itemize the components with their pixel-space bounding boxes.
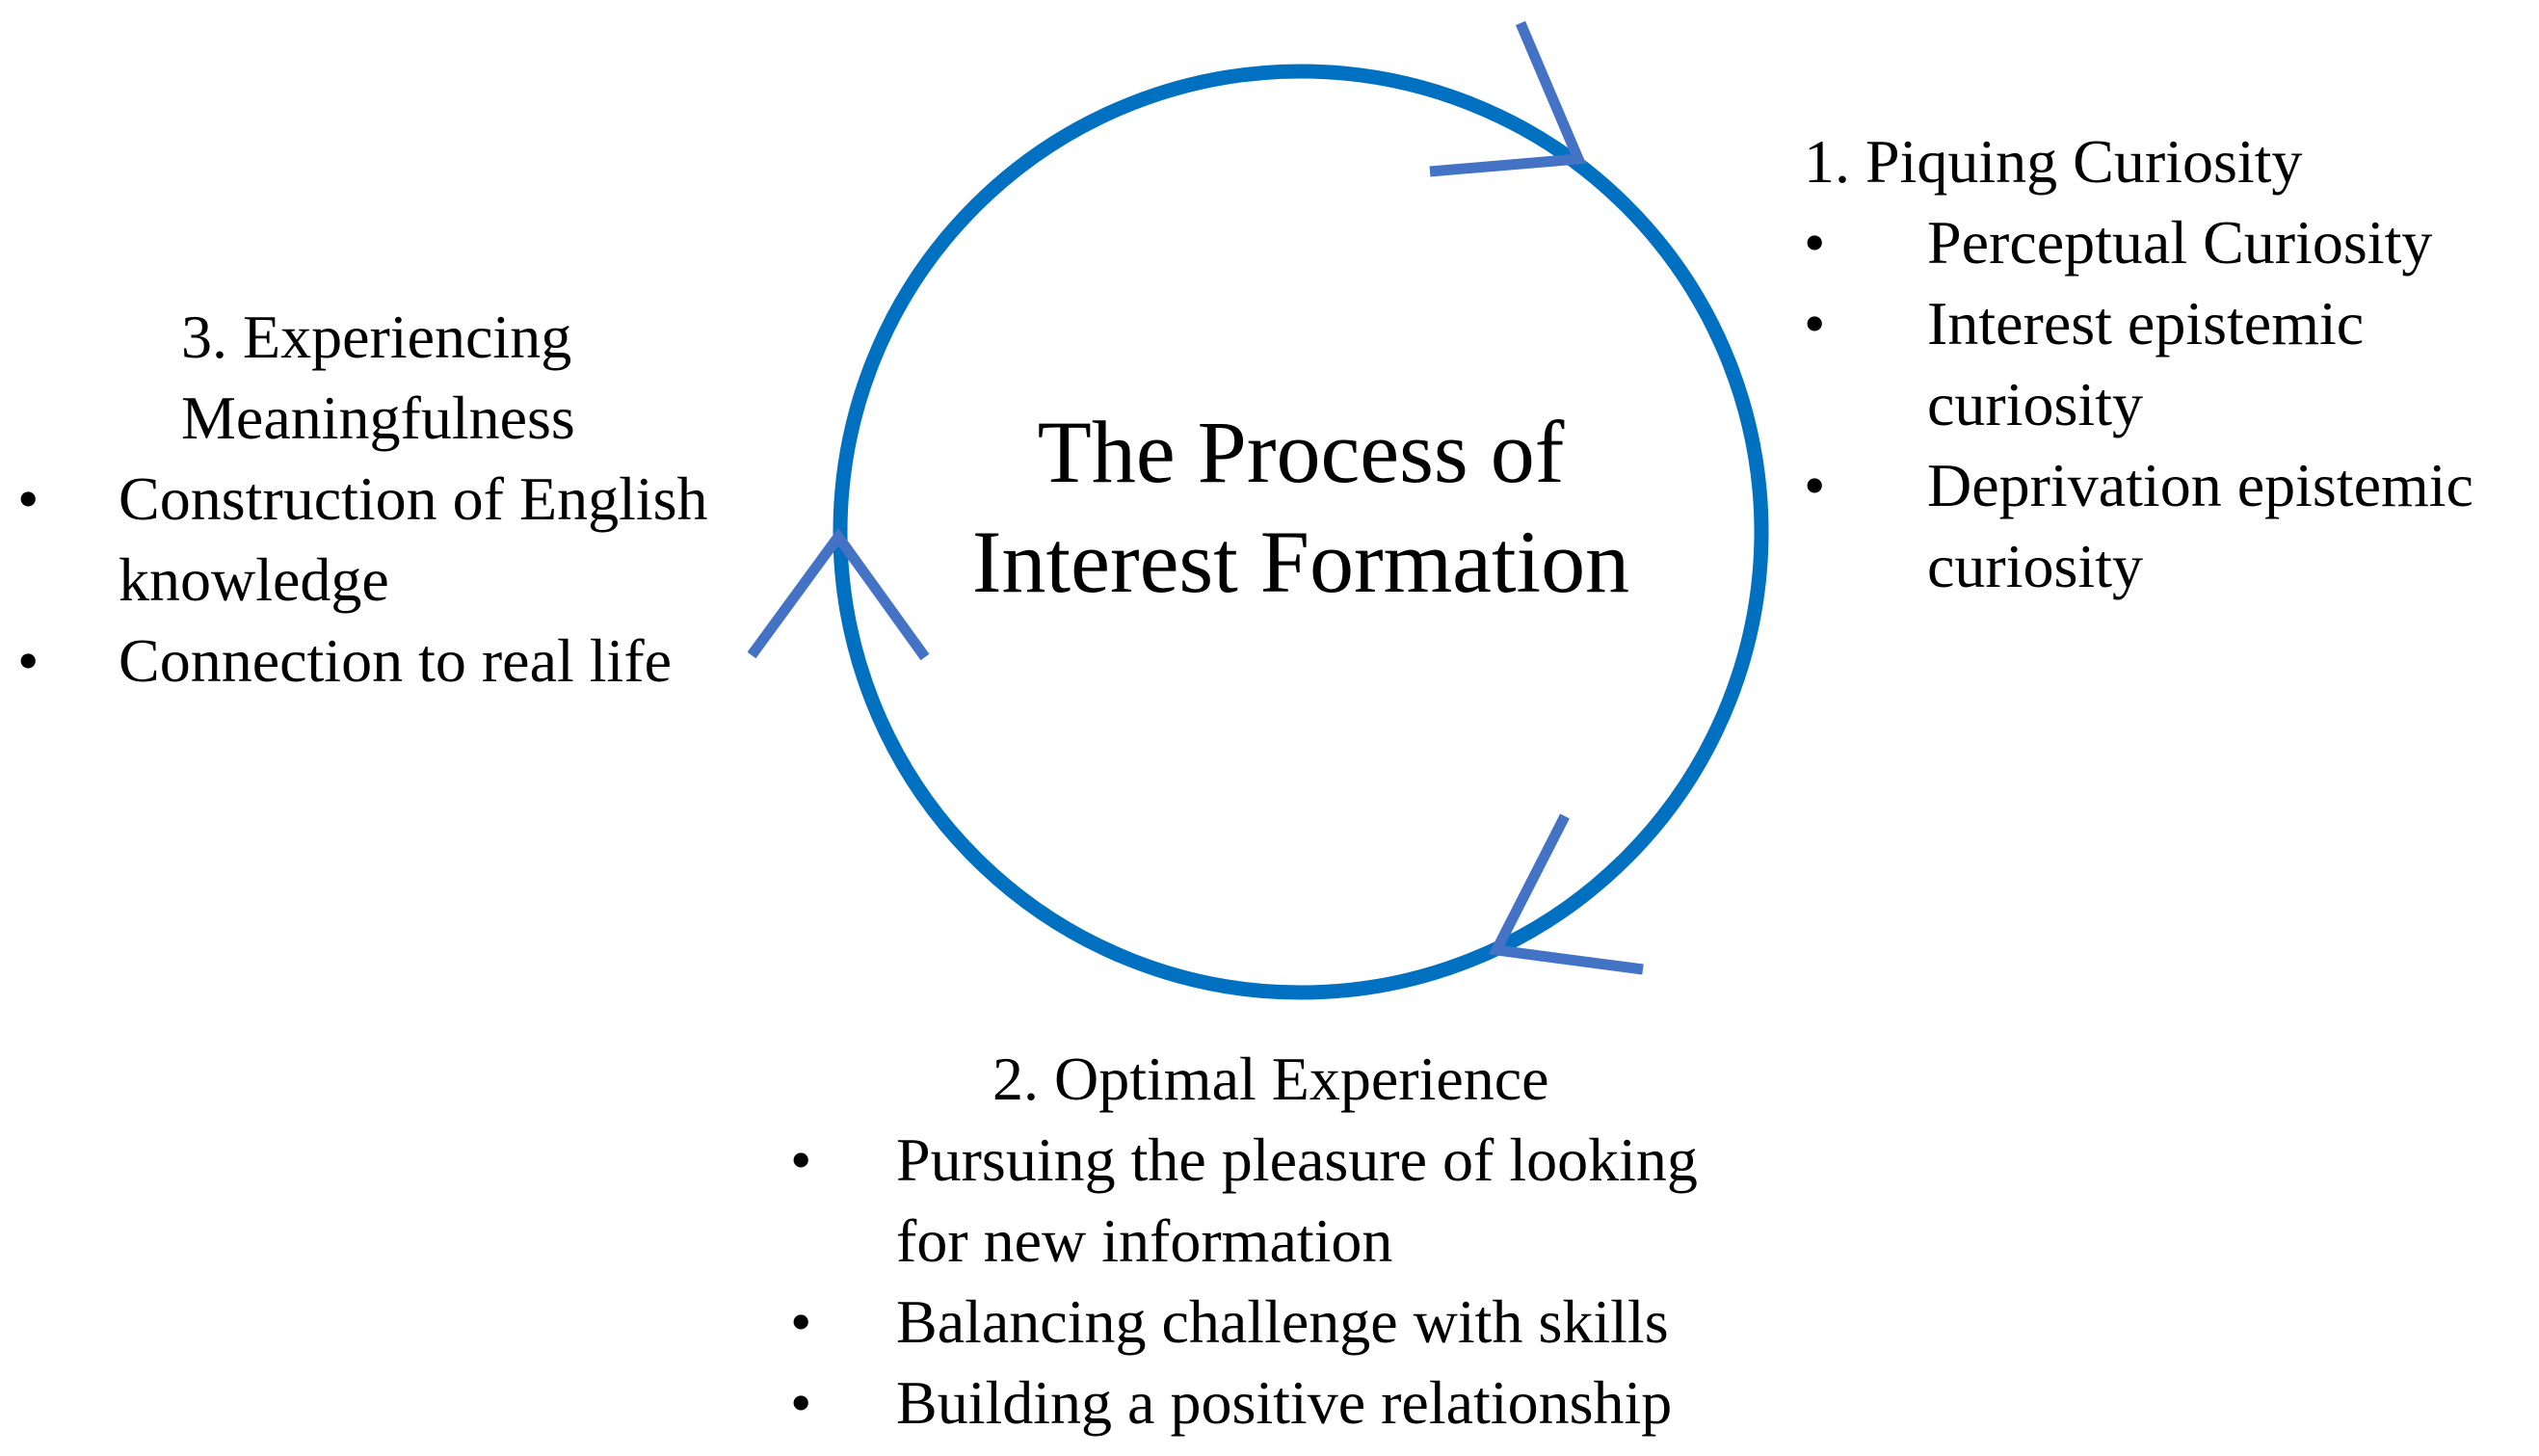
list-item: • Pursuing the pleasure of looking for n… xyxy=(790,1120,1792,1282)
stage-item-list: • Construction of English knowledge • Co… xyxy=(17,459,788,702)
bullet-icon: • xyxy=(1804,451,1826,519)
list-item-text-continued: curiosity xyxy=(1927,532,2143,600)
stage-heading: 3. Experiencing xyxy=(181,303,572,371)
list-item: • Perceptual Curiosity xyxy=(1804,202,2536,283)
list-item-text: Pursuing the pleasure of looking xyxy=(896,1125,1698,1194)
diagram-title-line-1: The Process of xyxy=(1037,403,1565,501)
arrow-head-bottom xyxy=(1488,813,1644,975)
list-item: • Balancing challenge with skills xyxy=(790,1282,1792,1363)
stage-piquing-curiosity: 1. Piquing Curiosity • Perceptual Curios… xyxy=(1804,121,2536,607)
list-item-text: Balancing challenge with skills xyxy=(896,1287,1669,1356)
bullet-icon: • xyxy=(17,626,40,695)
list-item-text: Building a positive relationship xyxy=(896,1368,1673,1437)
list-item-text-continued: knowledge xyxy=(119,545,389,614)
list-item: • Connection to real life xyxy=(17,621,788,702)
arrow-head-left xyxy=(747,527,930,661)
stage-item-list: • Pursuing the pleasure of looking for n… xyxy=(790,1120,1792,1443)
bullet-icon: • xyxy=(790,1125,812,1194)
list-item: • Deprivation epistemic curiosity xyxy=(1804,445,2536,607)
list-item-text-continued: for new information xyxy=(896,1206,1393,1275)
list-item: • Interest epistemic curiosity xyxy=(1804,283,2536,445)
stage-optimal-experience: 2. Optimal Experience • Pursuing the ple… xyxy=(790,1039,1792,1443)
bullet-icon: • xyxy=(790,1287,812,1356)
arrow-head-top-right xyxy=(1429,20,1587,177)
stage-item-list: • Perceptual Curiosity • Interest episte… xyxy=(1804,202,2536,607)
list-item: • Construction of English knowledge xyxy=(17,459,788,621)
bullet-icon: • xyxy=(790,1368,812,1437)
list-item-text: Connection to real life xyxy=(119,626,673,695)
diagram-title: The Process of Interest Formation xyxy=(848,397,1754,617)
stage-heading: 1. Piquing Curiosity xyxy=(1804,127,2303,196)
list-item-text: Deprivation epistemic xyxy=(1927,451,2473,519)
stage-heading-continued: Meaningfulness xyxy=(181,384,575,452)
bullet-icon: • xyxy=(1804,289,1826,357)
list-item-text: Construction of English xyxy=(119,464,708,533)
stage-heading: 2. Optimal Experience xyxy=(992,1045,1549,1113)
bullet-icon: • xyxy=(1804,208,1826,277)
stage-experiencing-meaningfulness: 3. Experiencing Meaningfulness • Constru… xyxy=(17,297,788,702)
bullet-icon: • xyxy=(17,464,40,533)
list-item-text-continued: curiosity xyxy=(1927,370,2143,438)
diagram-title-line-2: Interest Formation xyxy=(971,513,1630,611)
list-item-text: Interest epistemic xyxy=(1927,289,2365,357)
list-item: • Building a positive relationship xyxy=(790,1363,1792,1443)
list-item-text: Perceptual Curiosity xyxy=(1927,208,2433,277)
